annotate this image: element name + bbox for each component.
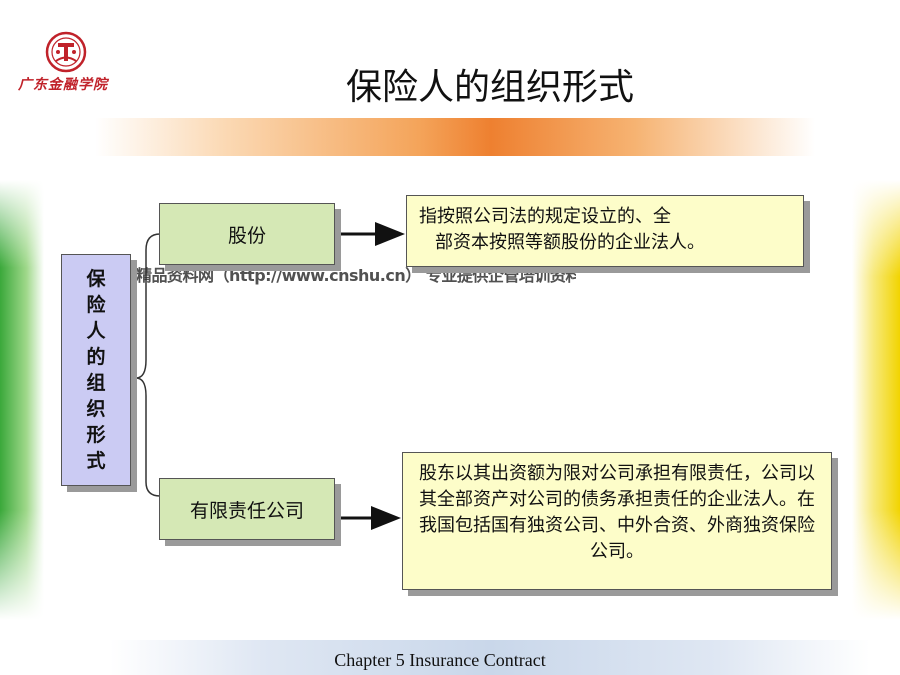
right-decor-stripe: [852, 180, 900, 620]
left-decor-stripe: [0, 180, 44, 620]
footer-chapter-text: Chapter 5 Insurance Contract: [334, 650, 546, 670]
footer-bar: [110, 640, 870, 675]
definition-node-stock: 指按照公司法的规定设立的、全 部资本按照等额股份的企业法人。: [406, 195, 804, 267]
page-title: 保险人的组织形式: [345, 67, 634, 108]
category-label: 有限责任公司: [189, 499, 304, 522]
category-node-stock: 股份: [159, 203, 335, 265]
title-underline-bar: [95, 118, 815, 156]
category-label: 股份: [227, 224, 266, 247]
college-logo-icon: [45, 31, 87, 73]
definition-text: 股东以其出资额为限对公司承担有限责任，公司以其全部资产对公司的债务承担责任的企业…: [419, 463, 815, 562]
definition-node-limited-liability: 股东以其出资额为限对公司承担有限责任，公司以其全部资产对公司的债务承担责任的企业…: [402, 452, 832, 590]
brace-connector: [135, 233, 161, 497]
category-node-limited-liability: 有限责任公司: [159, 478, 335, 540]
root-node-label: 保险人的组织形式: [86, 268, 106, 472]
watermark-text: 精品资料网（http://www.cnshu.cn） 专业提供企管培训资料: [136, 266, 576, 285]
college-name: 广东金融学院: [18, 77, 108, 93]
definition-line: 部资本按照等额股份的企业法人。: [435, 232, 705, 253]
definition-line: 指按照公司法的规定设立的、全: [419, 206, 671, 227]
root-node: 保险人的组织形式: [61, 254, 131, 486]
